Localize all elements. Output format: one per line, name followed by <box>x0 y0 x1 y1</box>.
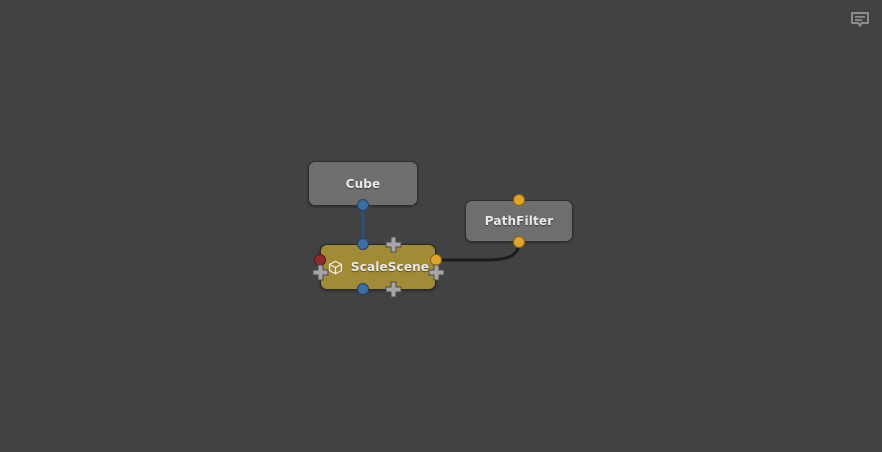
node-scalescene-content: ScaleScene <box>327 259 429 276</box>
cube-output-port[interactable] <box>357 199 369 211</box>
node-scalescene[interactable]: ScaleScene <box>320 244 436 290</box>
pathfilter-input-top-port[interactable] <box>513 194 525 206</box>
plus-icon <box>385 236 401 252</box>
add-port-right-handle[interactable] <box>428 264 445 281</box>
plus-icon <box>312 264 328 280</box>
plus-icon <box>428 264 444 280</box>
scalescene-input-top-port[interactable] <box>357 238 369 250</box>
node-cube[interactable]: Cube <box>308 161 418 206</box>
node-cube-title: Cube <box>345 176 381 191</box>
node-pathfilter-title: PathFilter <box>484 214 554 228</box>
add-port-top-handle[interactable] <box>385 236 402 253</box>
pathfilter-output-bottom-port[interactable] <box>513 236 525 248</box>
plus-icon <box>385 281 401 297</box>
node-cube-content: Cube <box>346 177 381 191</box>
node-scalescene-title: ScaleScene <box>350 260 430 274</box>
wire-scalescene-to-pathfilter <box>434 240 521 262</box>
comment-bubble-icon <box>851 12 869 27</box>
node-pathfilter-content: PathFilter <box>485 214 554 228</box>
scalescene-output-bottom-port[interactable] <box>357 283 369 295</box>
add-port-left-handle[interactable] <box>312 264 329 281</box>
cube-3d-icon <box>328 260 342 274</box>
add-port-bottom-handle[interactable] <box>385 281 402 298</box>
comment-tool-button[interactable] <box>848 8 872 32</box>
